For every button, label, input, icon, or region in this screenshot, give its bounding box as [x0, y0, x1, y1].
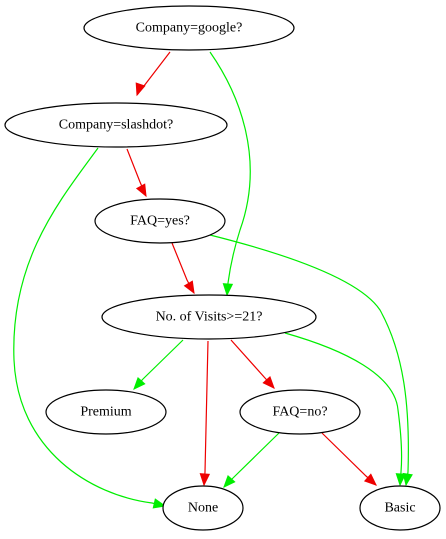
edges-layer	[13, 51, 413, 509]
node-premium: Premium	[45, 389, 167, 435]
arrowhead	[135, 183, 147, 198]
node-company-google: Company=google?	[83, 5, 295, 51]
edge-faqno-none	[223, 432, 280, 488]
edge-faqyes-visits	[171, 242, 195, 295]
node-basic: Basic	[359, 485, 441, 531]
arrowhead	[152, 498, 167, 509]
arrowhead	[363, 473, 377, 486]
edge-line	[203, 340, 209, 486]
node-label: Company=slashdot?	[59, 118, 173, 133]
arrowhead	[133, 376, 146, 390]
node-shape	[83, 5, 295, 51]
arrowhead	[199, 473, 211, 487]
edge-line	[284, 332, 403, 486]
arrowhead	[402, 472, 413, 487]
edge-google-slashdot	[135, 51, 171, 97]
node-shape	[101, 294, 317, 340]
edge-visits-premium	[133, 339, 184, 390]
edge-faqyes-basic	[209, 234, 413, 487]
edge-visits-none	[199, 340, 211, 487]
node-company-slashdot: Company=slashdot?	[4, 102, 228, 148]
node-label: FAQ=no?	[272, 405, 327, 420]
edge-visits-faqno	[230, 339, 275, 389]
arrowhead	[135, 82, 146, 97]
node-shape	[162, 485, 244, 531]
node-shape	[359, 485, 441, 531]
arrowhead	[223, 474, 236, 488]
node-label: None	[188, 501, 218, 516]
edge-slashdot-faqyes	[126, 148, 147, 198]
node-shape	[94, 198, 226, 244]
arrowhead	[395, 473, 407, 487]
arrowhead	[222, 283, 234, 297]
edge-line	[13, 147, 166, 507]
node-none: None	[162, 485, 244, 531]
edge-line	[209, 51, 251, 296]
node-faq-no: FAQ=no?	[239, 389, 361, 435]
node-shape	[239, 389, 361, 435]
node-faq-yes: FAQ=yes?	[94, 198, 226, 244]
node-label: No. of Visits>=21?	[156, 310, 263, 325]
edge-slashdot-none	[13, 147, 167, 509]
nodes-layer: Company=google? Company=slashdot? FAQ=yes?…	[4, 5, 441, 531]
node-visits: No. of Visits>=21?	[101, 294, 317, 340]
node-label: Premium	[80, 405, 131, 420]
edge-faqno-basic	[321, 432, 377, 486]
arrowhead	[262, 375, 275, 389]
edge-visits-basic	[284, 332, 407, 487]
arrowhead	[183, 280, 195, 295]
node-label: FAQ=yes?	[130, 214, 190, 229]
edge-google-visits	[209, 51, 251, 297]
node-shape	[4, 102, 228, 148]
node-label: Company=google?	[136, 21, 243, 36]
edge-line	[223, 432, 280, 488]
node-shape	[45, 389, 167, 435]
node-label: Basic	[384, 501, 415, 516]
edge-line	[209, 234, 409, 486]
